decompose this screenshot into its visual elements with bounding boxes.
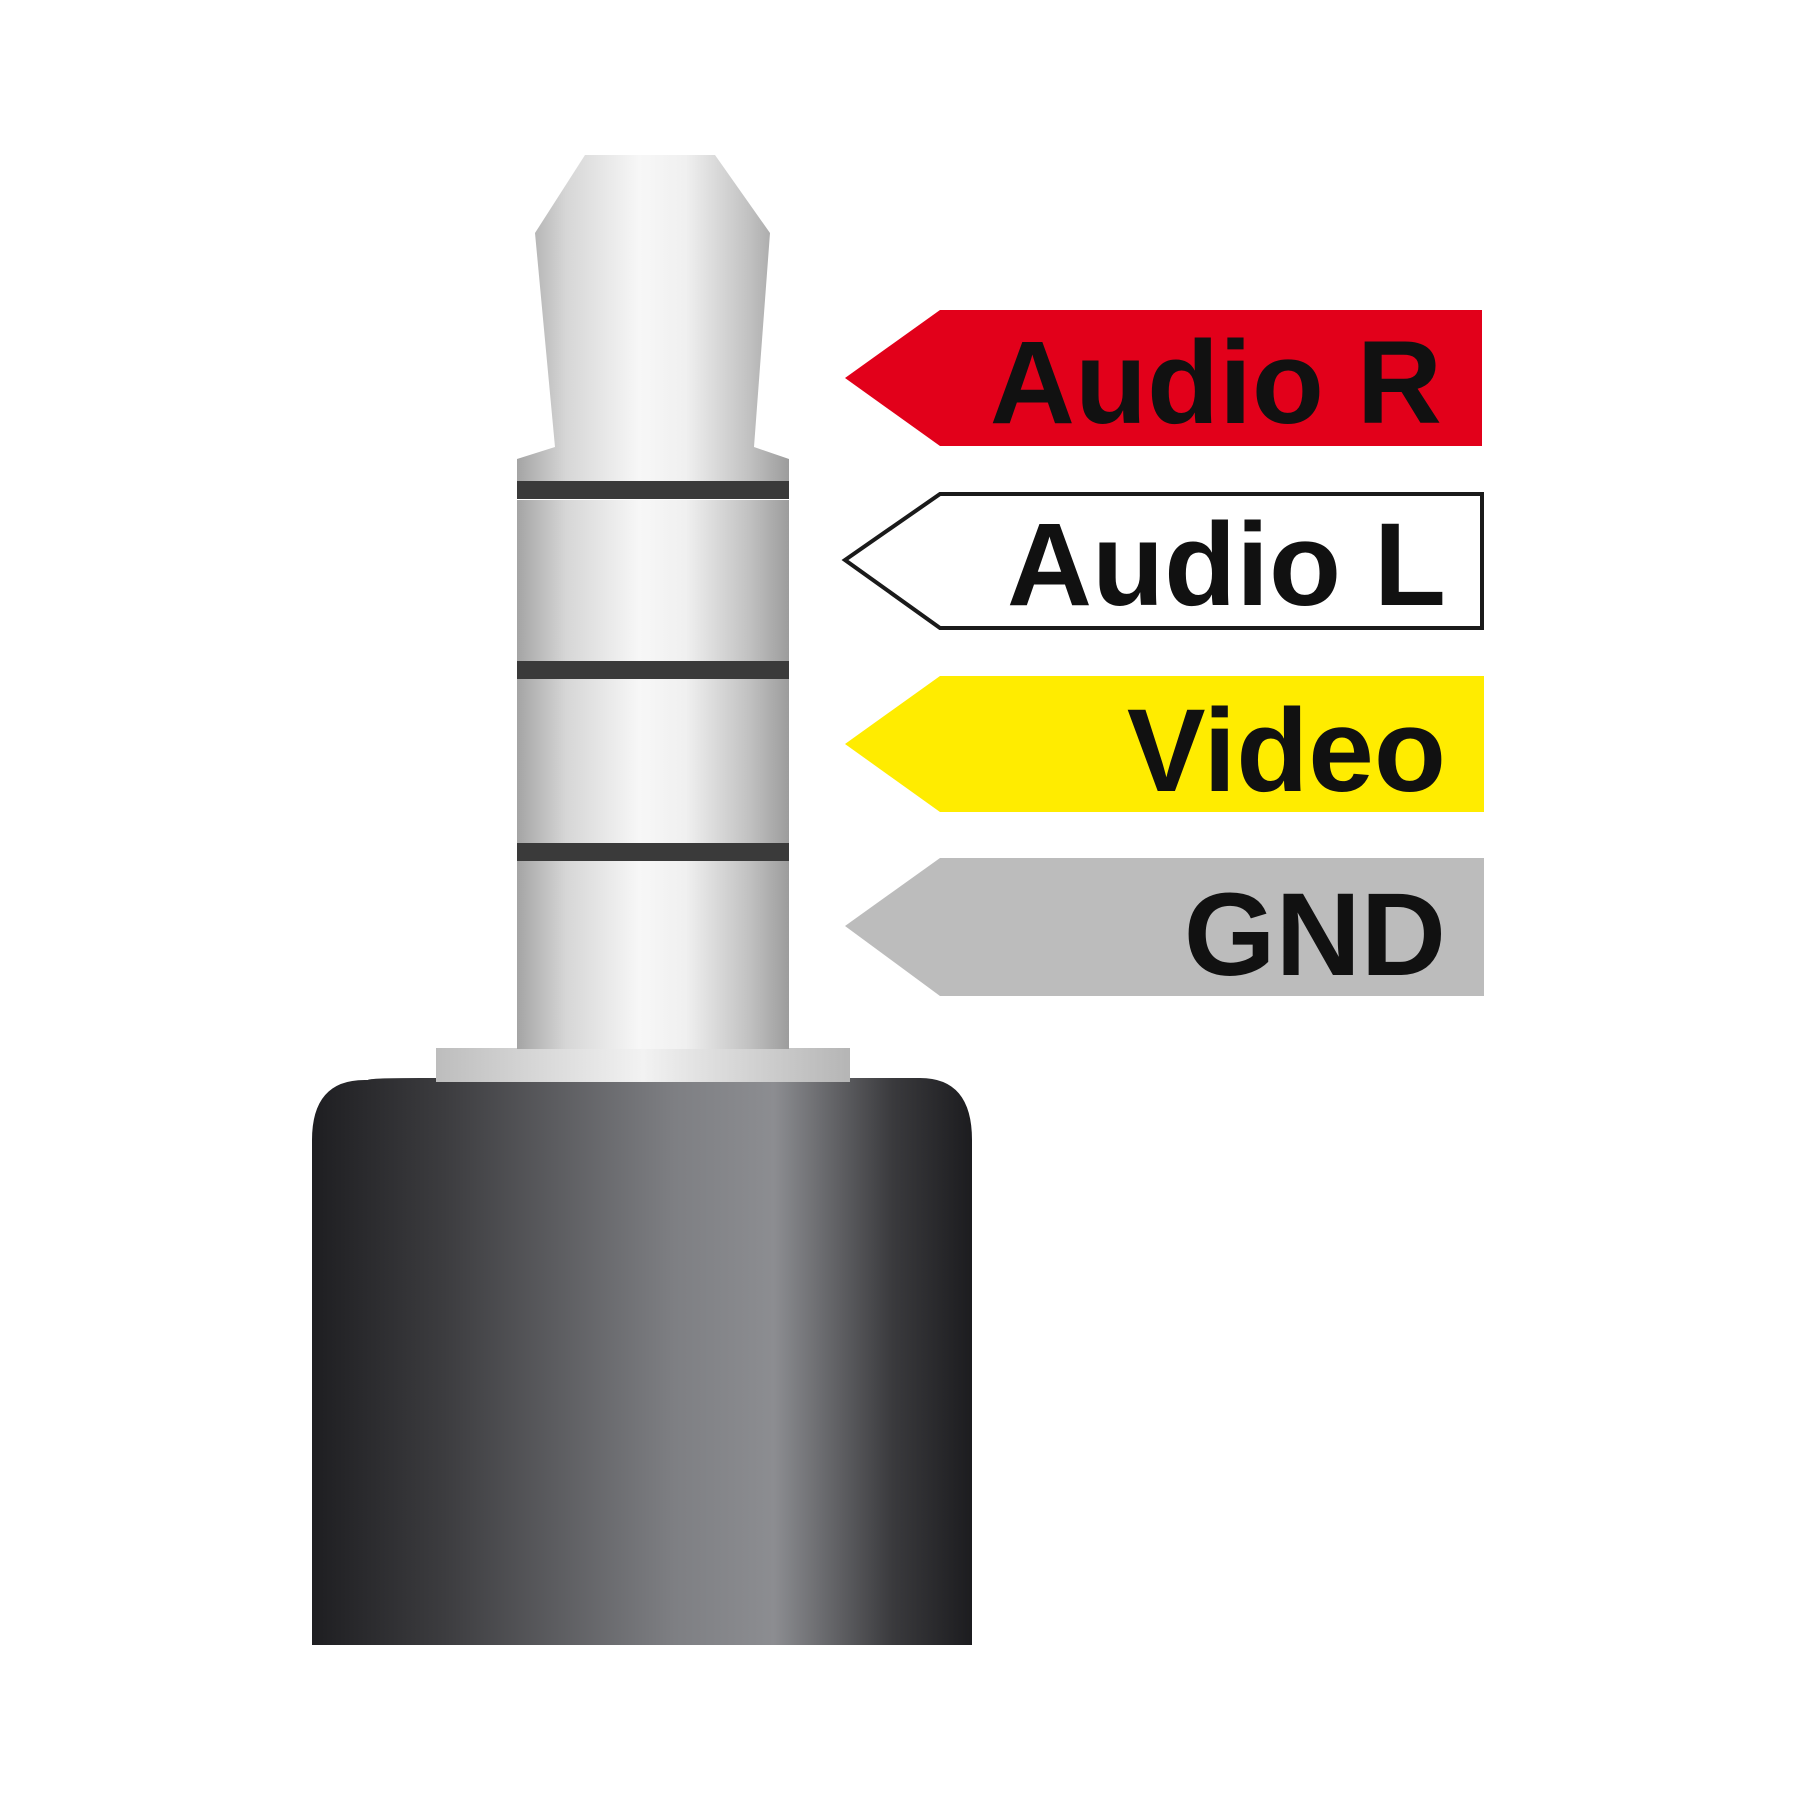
- insulator-ring: [517, 843, 789, 861]
- pin-label-arrow: [845, 676, 1484, 812]
- pin-label-arrow: [845, 310, 1482, 446]
- ring2-contact: [517, 677, 789, 847]
- pin-label-text: Audio R: [990, 317, 1442, 449]
- insulator-ring: [517, 661, 789, 679]
- sleeve-contact: [517, 859, 789, 1049]
- tip-contact: [517, 155, 789, 488]
- pin-labels: Audio R Audio L Video GND: [841, 310, 1484, 1001]
- pin-label-gnd: GND: [845, 858, 1484, 1001]
- ring1-contact: [517, 500, 789, 665]
- pin-label-arrow: [841, 492, 1484, 630]
- pin-label-audio-l: Audio L: [841, 492, 1484, 631]
- pin-label-video: Video: [845, 676, 1484, 817]
- pin-label-text: Video: [1127, 685, 1446, 817]
- plug-body: [312, 1078, 972, 1645]
- pin-label-audio-r: Audio R: [845, 310, 1482, 449]
- plug: [312, 155, 972, 1645]
- pin-label-arrow: [845, 858, 1484, 996]
- pin-label-text: Audio L: [1007, 499, 1446, 631]
- plug-collar: [436, 1048, 850, 1082]
- pin-label-text: GND: [1184, 869, 1446, 1001]
- insulator-ring: [517, 481, 789, 499]
